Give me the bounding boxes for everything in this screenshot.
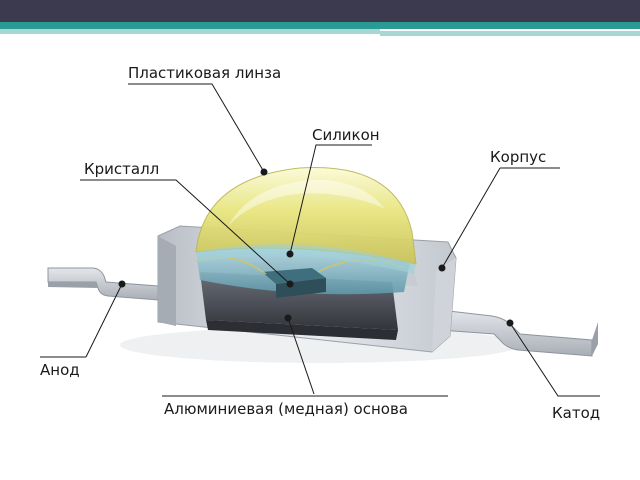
lens-highlight bbox=[228, 179, 384, 226]
housing-right-face bbox=[432, 258, 456, 352]
label-silicone: Силикон bbox=[312, 126, 380, 144]
label-crystal: Кристалл bbox=[84, 160, 159, 178]
label-base: Алюминиевая (медная) основа bbox=[164, 400, 408, 418]
housing-leader bbox=[441, 167, 560, 269]
housing-dot bbox=[438, 264, 446, 272]
lens-silicone-interface bbox=[196, 244, 416, 274]
crystal-dot bbox=[286, 280, 294, 288]
slide-accent-stripe-light-left bbox=[0, 29, 380, 34]
label-plastic-lens: Пластиковая линза bbox=[128, 64, 281, 82]
label-anode: Анод bbox=[40, 361, 80, 379]
silicone-leader bbox=[289, 144, 372, 255]
lens-dot bbox=[260, 168, 268, 176]
slide-accent-stripe-light-right bbox=[380, 31, 640, 36]
base-leader bbox=[287, 317, 315, 395]
crystal-top bbox=[262, 268, 326, 284]
slide-title-bar bbox=[0, 0, 640, 22]
label-housing: Корпус bbox=[490, 148, 546, 166]
anode-dot bbox=[118, 280, 126, 288]
silicone-dot bbox=[286, 250, 294, 258]
cathode-dot bbox=[506, 319, 514, 327]
housing-left-face bbox=[158, 236, 176, 326]
cathode-leader bbox=[509, 322, 600, 397]
slide-accent-stripe bbox=[0, 22, 640, 29]
metal-base-front bbox=[206, 320, 398, 340]
anode-lead-edge bbox=[48, 282, 98, 288]
anode-leader bbox=[40, 283, 123, 358]
crystal-leader bbox=[80, 179, 291, 285]
label-cathode: Катод bbox=[552, 404, 600, 422]
lens-leader bbox=[128, 83, 265, 173]
cathode-lead-end bbox=[592, 322, 598, 356]
base-dot bbox=[284, 314, 292, 322]
